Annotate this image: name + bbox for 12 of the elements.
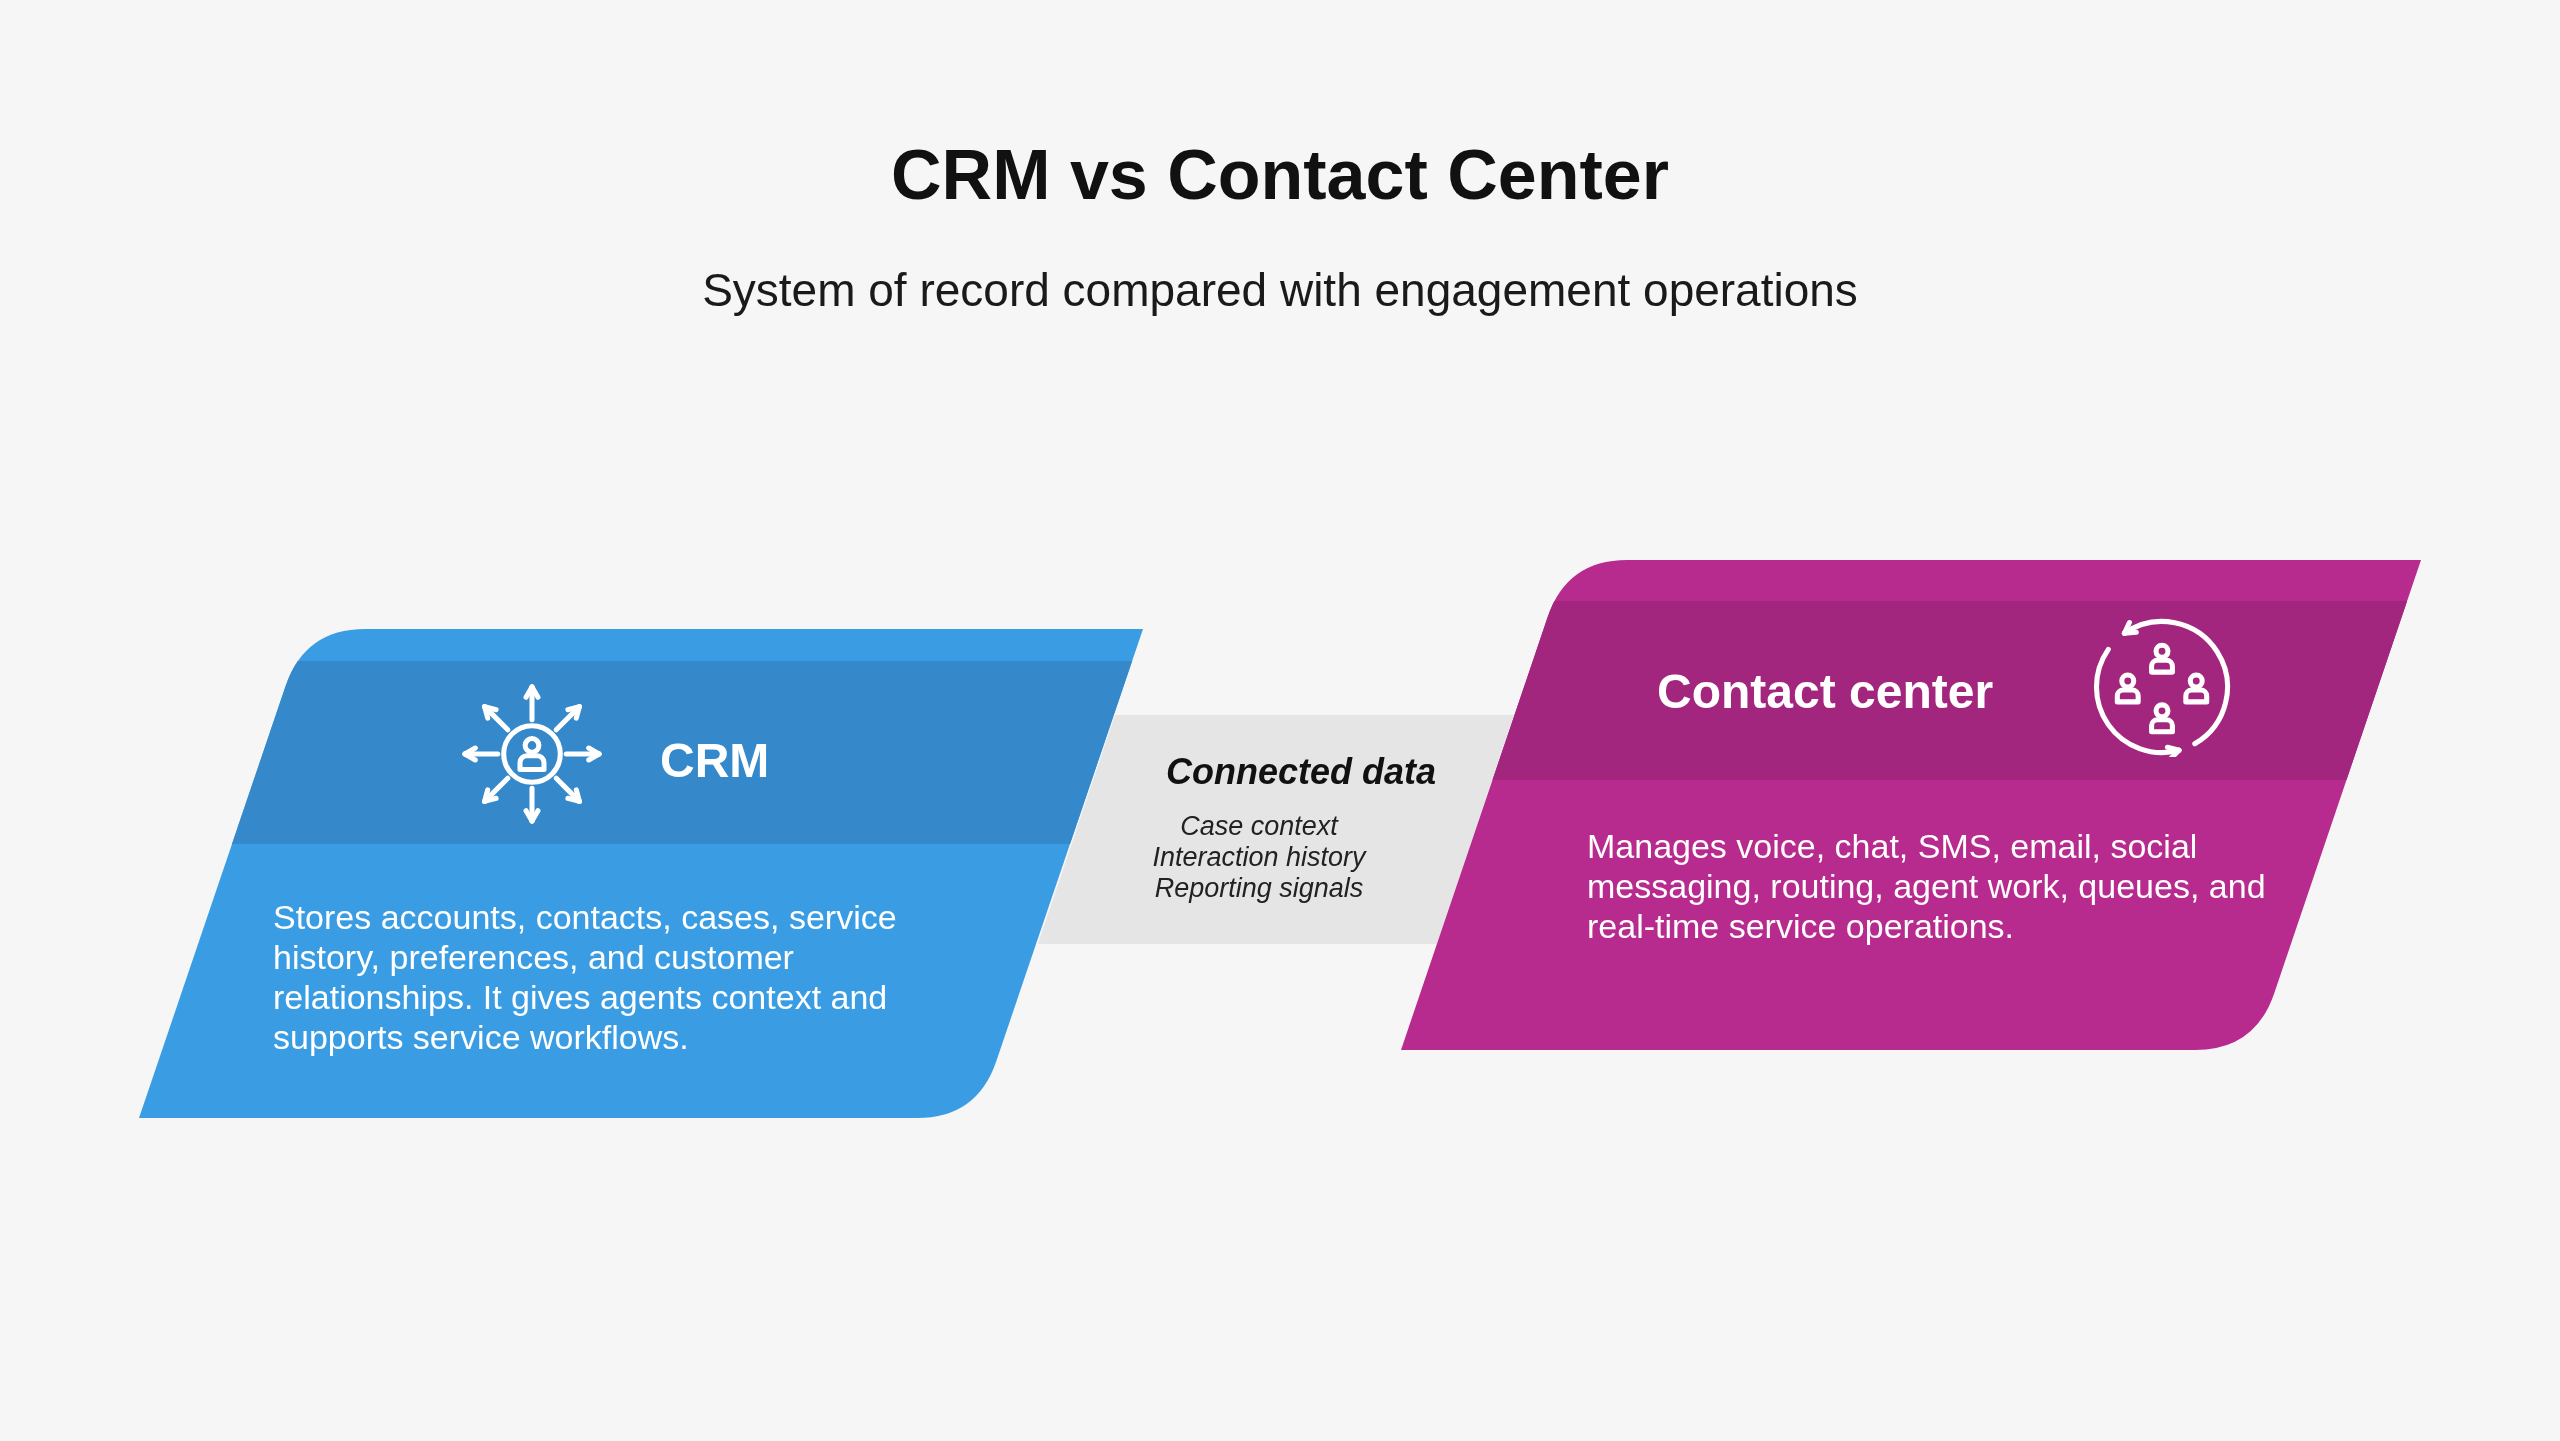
list-item: Case context bbox=[1180, 811, 1338, 842]
panel-description: Stores accounts, contacts, cases, service history, preferences, and customer relationships. It gives agents context and supports service workflows. bbox=[273, 897, 898, 1057]
panel-heading: Contact center bbox=[1657, 663, 1994, 719]
list-item: Reporting signals bbox=[1154, 873, 1364, 904]
parallelogram-panel bbox=[139, 629, 1143, 1118]
panel-description: Manages voice, chat, SMS, email, social messaging, routing, agent work, queues, and real-time service operations. bbox=[1587, 826, 2267, 946]
band-heading: Connected data bbox=[1166, 751, 1436, 793]
connector-band bbox=[1038, 715, 1514, 944]
panel-heading: CRM bbox=[660, 732, 770, 788]
page-title: CRM vs Contact Center bbox=[891, 135, 1669, 215]
subtitle: System of record compared with engagement operations bbox=[702, 263, 1858, 317]
list-item: Interaction history bbox=[1152, 842, 1366, 873]
